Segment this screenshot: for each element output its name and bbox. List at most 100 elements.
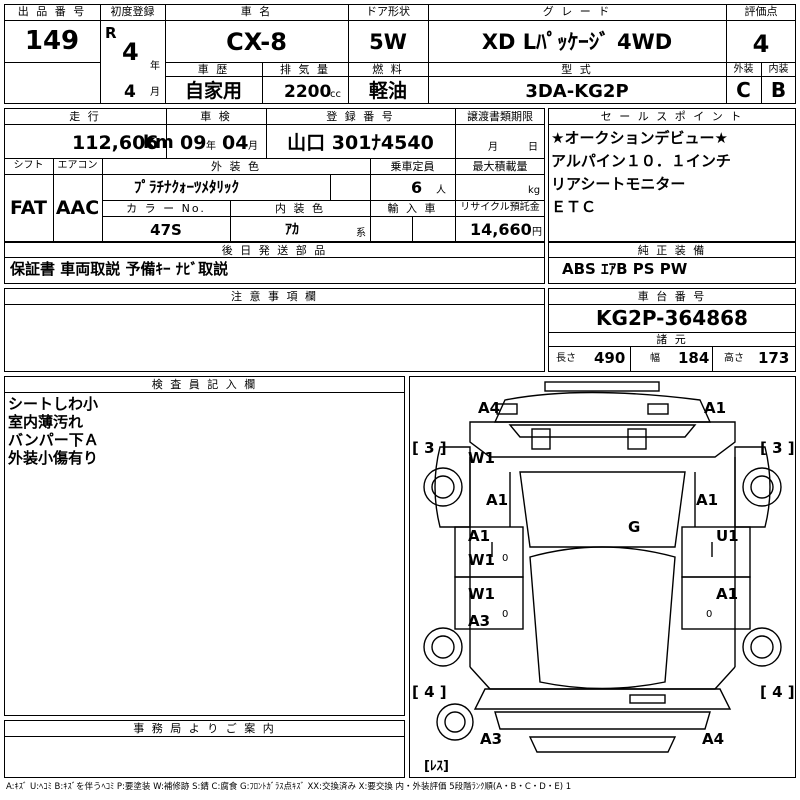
dmg-rear-left: A3 — [480, 730, 503, 748]
max-load-label: 最大積載量 — [472, 160, 528, 173]
details-block — [4, 108, 545, 242]
capacity-label: 乗車定員 — [390, 160, 435, 173]
genuine-label: 純 正 装 備 — [637, 244, 707, 257]
specs-label: 諸 元 — [656, 333, 688, 346]
displacement-unit: cc — [330, 89, 341, 100]
reg-no-label: 登 録 番 号 — [326, 110, 395, 123]
car-diagram: A4 A1 [ 3 ] [ 3 ] W1 A1 A1 A1 W1 0 U1 G … — [409, 376, 796, 778]
mileage-label: 走 行 — [69, 110, 101, 123]
inspection-label: 車 検 — [200, 110, 232, 123]
notes-label: 注 意 事 項 欄 — [231, 290, 318, 303]
ext-grade-label: 外装 — [733, 64, 754, 75]
model-label: 型 式 — [561, 63, 593, 76]
grade: XD Lﾊﾟｯｹｰｼﾞ 4WD — [481, 30, 673, 54]
inspector-note: 室内薄汚れ — [8, 413, 84, 431]
int-color: ｱｶ — [285, 222, 299, 238]
inspector-box — [4, 376, 405, 716]
spare-tyre-mark: [ﾚｽ] — [424, 759, 449, 774]
month-unit: 月 — [150, 87, 160, 98]
door-type: 5W — [369, 30, 407, 54]
reg-no: 山口 301ﾅ4540 — [287, 132, 434, 154]
tyre-front-right: [ 3 ] — [760, 439, 795, 457]
later-parts-label: 後 日 発 送 部 品 — [221, 244, 328, 257]
width-label: 幅 — [650, 353, 660, 364]
office-label: 事 務 局 よ り ご 案 内 — [133, 722, 276, 735]
inspection-year: 09 — [180, 132, 207, 154]
inspector-note: シートしわ小 — [8, 395, 99, 413]
year-unit: 年 — [150, 61, 160, 72]
dmg-fender-right: A1 — [696, 491, 719, 509]
recycle-fee: 14,660 — [470, 220, 532, 239]
mileage-unit: km — [143, 132, 174, 153]
genuine-equipment: ABS ｴｱB PS PW — [562, 260, 688, 278]
dmg-door-rr-a: A1 — [716, 585, 739, 603]
sales-points-label: セ ー ル ス ポ イ ン ト — [600, 110, 744, 123]
capacity-unit: 人 — [436, 185, 446, 196]
width: 184 — [678, 349, 710, 367]
recycle-unit: 円 — [532, 227, 542, 238]
displacement: 2200 — [284, 82, 332, 102]
tyre-rear-right: [ 4 ] — [760, 683, 795, 701]
dmg-door-rl-w: W1 — [468, 585, 495, 603]
first-reg-month: 4 — [124, 82, 136, 102]
chassis-number: KG2P-364868 — [596, 306, 748, 330]
transfer-label: 譲渡書類期限 — [467, 110, 533, 123]
grade-label: グ レ ー ド — [542, 5, 612, 18]
score: 4 — [752, 30, 770, 58]
transfer-day-unit: 日 — [528, 142, 538, 153]
history: 自家用 — [184, 80, 242, 102]
dmg-roof: G — [628, 518, 641, 536]
dmg-door-rl-0: 0 — [502, 609, 509, 620]
model-code: 3DA-KG2P — [525, 81, 629, 102]
capacity: 6 — [411, 178, 423, 197]
sales-point-line: ＥＴＣ — [551, 198, 597, 216]
int-grade-label: 内装 — [768, 64, 789, 75]
notes-box — [4, 288, 545, 372]
dmg-door-fl-a: A1 — [468, 527, 491, 545]
genuine-box — [548, 242, 796, 284]
inspector-note: バンパー下Ａ — [8, 431, 99, 449]
later-parts: 保証書 車両取説 予備ｷｰ ﾅﾋﾞ取説 — [10, 260, 229, 278]
ac: AAC — [55, 197, 100, 219]
length-label: 長さ — [556, 353, 576, 364]
lot-number: 149 — [24, 26, 80, 56]
first-reg-year: 4 — [122, 38, 139, 66]
mileage: 112,606 — [72, 132, 159, 154]
dmg-rear-right: A4 — [702, 730, 725, 748]
import-label: 輸 入 車 — [387, 202, 438, 215]
chassis-label: 車 台 番 号 — [637, 290, 707, 303]
fuel: 軽油 — [368, 80, 407, 102]
dmg-w1-top: W1 — [468, 449, 495, 467]
color-no-label: カ ラ ー No. — [126, 202, 206, 215]
history-label: 車 歴 — [197, 63, 230, 76]
ext-color: ﾌﾟﾗﾁﾅｸｫｰﾂﾒﾀﾘｯｸ — [134, 178, 240, 196]
int-grade: B — [770, 78, 787, 102]
tyre-rear-left: [ 4 ] — [412, 683, 447, 701]
dmg-door-rl-a: A3 — [468, 612, 491, 630]
ext-color-label: 外 装 色 — [211, 160, 261, 173]
score-label: 評価点 — [744, 5, 778, 18]
max-load-unit: kg — [528, 185, 541, 196]
shift-label: シフト — [13, 160, 44, 171]
dmg-door-fl-0: 0 — [502, 553, 509, 564]
sales-points-box — [548, 108, 796, 242]
sales-point-line: アルパイン１０．１インチ — [551, 152, 731, 170]
dmg-door-rr-0: 0 — [706, 609, 713, 620]
int-color-label: 内 装 色 — [275, 202, 325, 215]
tyre-front-left: [ 3 ] — [412, 439, 447, 457]
door-label: ドア形状 — [366, 5, 410, 18]
inspector-note: 外装小傷有り — [8, 449, 99, 467]
car-name-label: 車 名 — [240, 5, 273, 18]
displacement-label: 排 気 量 — [280, 63, 330, 76]
dmg-door-fr-u: U1 — [716, 527, 739, 545]
dmg-door-fl-w: W1 — [468, 551, 495, 569]
ext-grade: C — [736, 78, 751, 102]
sales-point-line: リアシートモニター — [551, 175, 686, 193]
car-name: CX-8 — [226, 28, 287, 56]
inspector-label: 検 査 員 記 入 欄 — [151, 378, 258, 391]
era: R — [105, 24, 117, 42]
legend: A:ｷｽﾞ U:ﾍｺﾐ B:ｷｽﾞを伴うﾍｺﾐ P:要塗装 W:補修跡 S:錆 … — [6, 782, 572, 792]
inspection-year-unit: 年 — [206, 141, 216, 152]
dmg-front-left: A4 — [478, 399, 501, 417]
office-box — [4, 720, 405, 778]
